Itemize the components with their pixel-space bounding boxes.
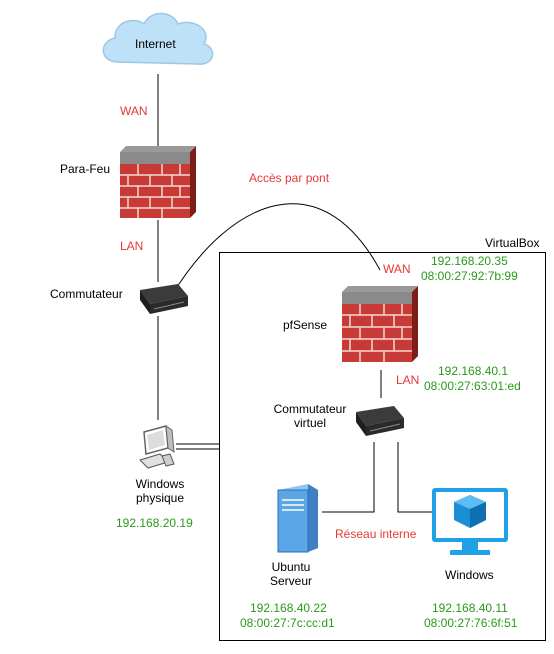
windows-physical-ip: 192.168.20.19 xyxy=(116,516,193,530)
bridge-label: Accès par pont xyxy=(249,171,330,185)
ubuntu-mac: 08:00:27:7c:cc:d1 xyxy=(240,616,335,630)
pfsense-lan-label: LAN xyxy=(396,373,420,387)
ubuntu-label: Ubuntu Serveur xyxy=(269,560,313,588)
wan-label: WAN xyxy=(120,104,148,118)
pfsense-wan-mac: 08:00:27:92:7b:99 xyxy=(421,269,518,283)
ubuntu-ip: 192.168.40.22 xyxy=(250,601,327,615)
link-vswitch-ubuntu xyxy=(322,442,375,513)
lan-label: LAN xyxy=(120,239,144,253)
pfsense-wan-label: WAN xyxy=(383,262,411,276)
firewall-label: Para-Feu xyxy=(60,162,111,176)
link-bridge-arc xyxy=(171,203,381,296)
server-icon xyxy=(277,484,318,553)
virtualbox-boundary xyxy=(219,252,546,641)
link-vswitch-windows-vm xyxy=(397,442,432,513)
windows-vm-label: Windows xyxy=(445,568,494,582)
windows-physical-label: Windows physique xyxy=(135,477,185,505)
pfsense-lan-ip: 192.168.40.1 xyxy=(438,364,509,378)
cloud-icon xyxy=(102,12,214,65)
pfsense-wan-ip: 192.168.20.35 xyxy=(431,254,508,268)
pfsense-lan-mac: 08:00:27:63:01:ed xyxy=(424,379,521,393)
windows-vm-mac: 08:00:27:76:6f:51 xyxy=(424,616,518,630)
pfsense-label: pfSense xyxy=(283,318,328,332)
virtual-switch-label: Commutateur virtuel xyxy=(273,402,347,430)
pfsense-firewall-icon xyxy=(342,286,418,362)
desktop-computer-icon xyxy=(139,425,175,469)
internet-label: Internet xyxy=(135,37,176,51)
virtualbox-label: VirtualBox xyxy=(485,236,540,250)
windows-vm-ip: 192.168.40.11 xyxy=(432,601,508,615)
internal-network-label: Réseau interne xyxy=(335,527,417,541)
switch-icon xyxy=(140,284,188,314)
windows-monitor-icon xyxy=(432,488,508,555)
firewall-icon xyxy=(120,146,196,218)
switch-label: Commutateur xyxy=(50,287,123,301)
virtual-switch-icon xyxy=(356,406,404,436)
